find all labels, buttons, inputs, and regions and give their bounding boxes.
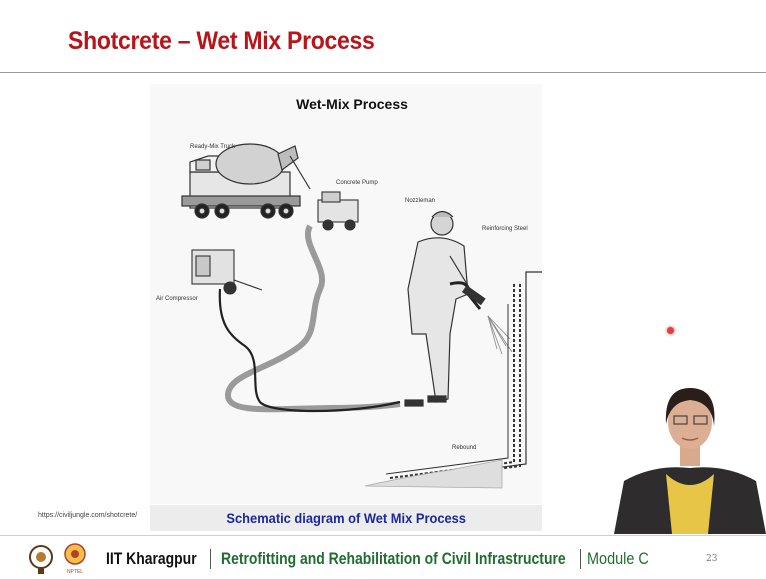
nozzleman-label: Nozzleman [405, 198, 435, 204]
ready-mix-truck [181, 143, 311, 219]
rebound-pile [364, 459, 503, 489]
module-label: Module C [587, 549, 649, 568]
wet-mix-diagram: Wet-Mix Process Ready-Mix Truck Concrete… [150, 84, 542, 504]
source-url: https://civiljungle.com/shotcrete/ [38, 512, 138, 519]
nptel-logo-icon: NPTEL [64, 543, 86, 575]
institute-name: IIT Kharagpur [106, 549, 197, 568]
pump-label: Concrete Pump [336, 180, 378, 186]
svg-text:NPTEL: NPTEL [67, 569, 83, 575]
slide-title: Shotcrete – Wet Mix Process [68, 27, 375, 55]
footer-separator [580, 549, 581, 569]
nozzleman [404, 210, 486, 407]
page-number: 23 [706, 554, 718, 564]
rebound-label: Rebound [452, 445, 476, 451]
shotcrete-spray [487, 315, 513, 355]
footer-separator [210, 549, 211, 569]
air-compressor [191, 249, 263, 295]
caption-bar: Schematic diagram of Wet Mix Process [150, 505, 542, 531]
footer-divider [0, 535, 766, 536]
concrete-pump [317, 191, 359, 231]
concrete-hose [225, 224, 401, 413]
course-title: Retrofitting and Rehabilitation of Civil… [221, 549, 566, 568]
pointer-dot [667, 327, 674, 334]
steel-label: Reinforcing Steel [482, 226, 528, 232]
iit-kharagpur-logo-icon [29, 545, 53, 574]
figure-caption: Schematic diagram of Wet Mix Process [226, 510, 466, 526]
footer: NPTEL IIT Kharagpur Retrofitting and Reh… [0, 537, 766, 579]
presenter-video [614, 376, 766, 534]
diagram-heading: Wet-Mix Process [296, 96, 408, 112]
compressor-label: Air Compressor [156, 296, 198, 302]
title-divider [0, 72, 766, 73]
truck-label: Ready-Mix Truck [190, 144, 236, 150]
air-hose [218, 288, 401, 413]
